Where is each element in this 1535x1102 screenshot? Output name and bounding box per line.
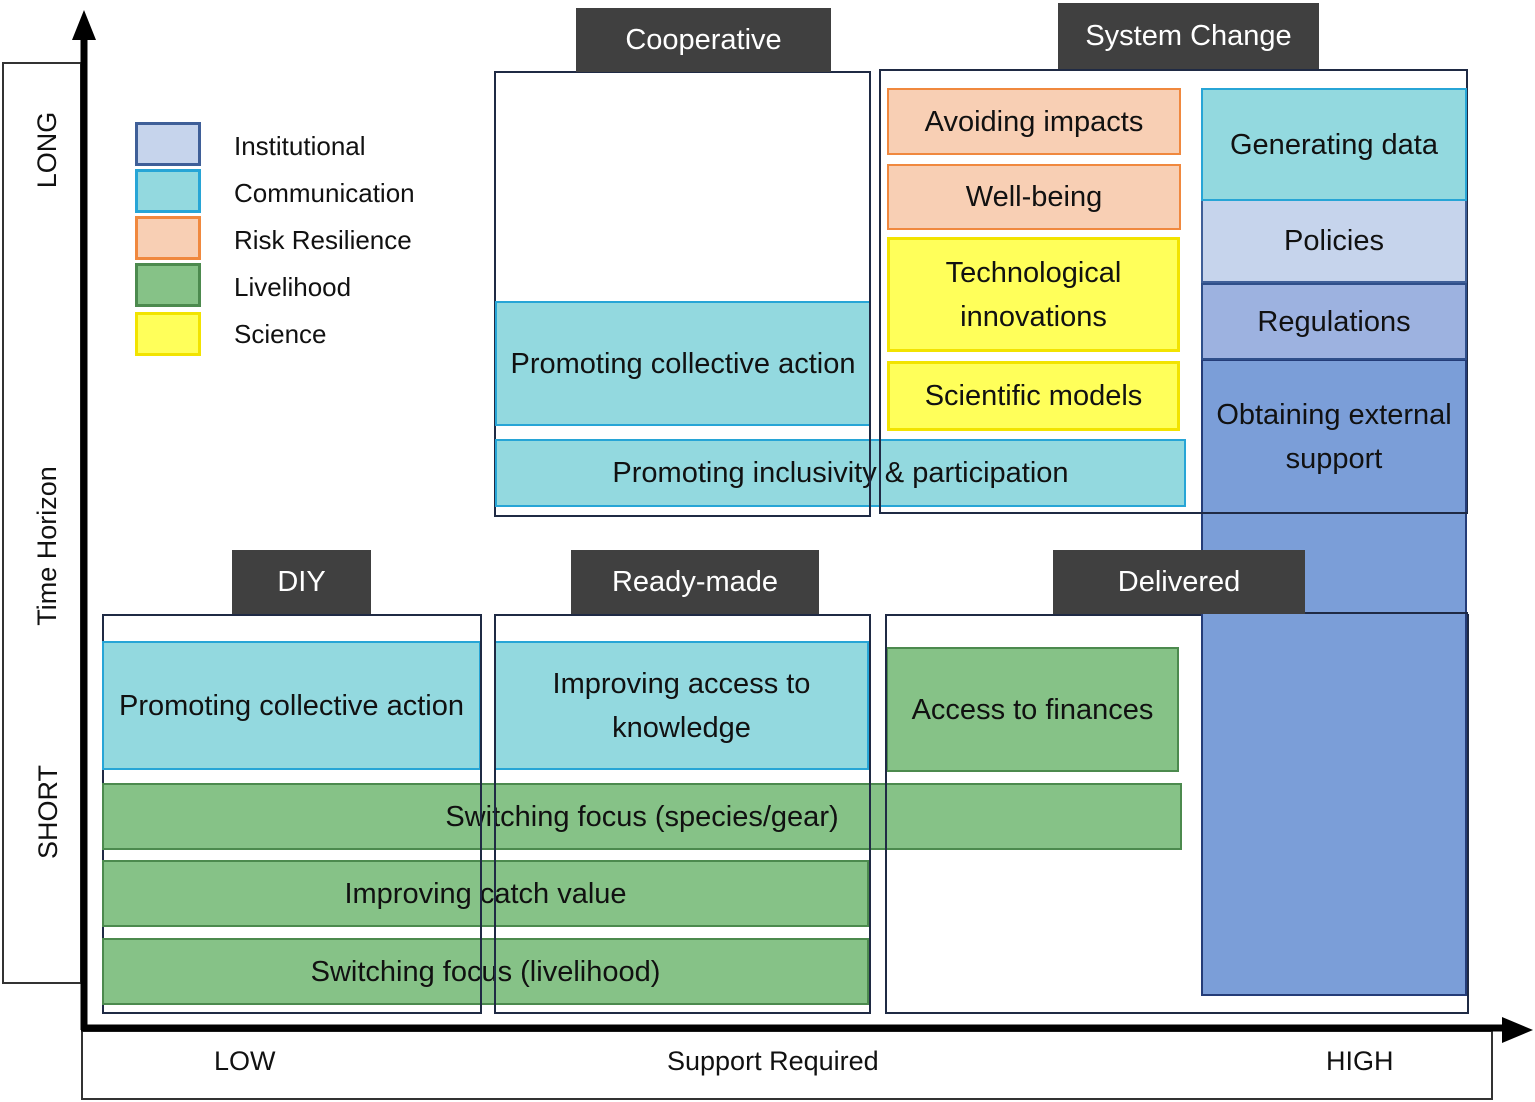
diy-promoting-collective-action-label: Promoting collective action (119, 689, 464, 722)
well-being: Well-being (887, 164, 1181, 230)
delivered-frame-left-edge (885, 614, 887, 1014)
regulations: Regulations (1201, 283, 1467, 360)
scientific-models-label: Scientific models (924, 380, 1143, 412)
x-axis-arrowhead (1502, 1017, 1533, 1043)
legend-swatch-communication (135, 169, 201, 213)
x-axis-low-label: LOW (214, 1046, 276, 1076)
policies: Policies (1201, 201, 1467, 283)
ready-made-frame-right-edge (869, 614, 871, 1014)
legend-swatch-institutional (135, 122, 201, 166)
header-system-change: System Change (1058, 3, 1319, 69)
switching-focus-livelihood: Switching focus (livelihood) (102, 938, 869, 1005)
switching-focus-livelihood-label: Switching focus (livelihood) (310, 955, 661, 988)
access-to-finances: Access to finances (886, 647, 1179, 772)
legend-label-communication: Communication (234, 177, 415, 208)
cooperative-frame-right-edge (869, 71, 871, 517)
x-axis-title: Support Required (667, 1046, 879, 1076)
improving-catch-value: Improving catch value (102, 860, 869, 927)
legend-swatch-livelihood (135, 263, 201, 307)
external-support-column (1201, 359, 1467, 996)
avoiding-impacts-label: Avoiding impacts (924, 105, 1144, 138)
obtaining-external-support: Obtaining external support (1201, 362, 1467, 514)
diy-promoting-collective-action: Promoting collective action (102, 641, 481, 770)
switching-focus-species-gear: Switching focus (species/gear) (102, 783, 1182, 850)
technological-innovations: Technological innovations (887, 237, 1180, 352)
access-to-finances-label: Access to finances (911, 693, 1154, 726)
header-ready-made: Ready-made (571, 550, 819, 614)
blue-column-divider (1201, 612, 1468, 614)
avoiding-impacts: Avoiding impacts (887, 88, 1181, 155)
switching-focus-species-gear-label: Switching focus (species/gear) (445, 800, 839, 833)
y-axis-arrowhead (72, 10, 96, 40)
header-delivered: Delivered (1053, 550, 1305, 614)
legend-label-science: Science (234, 318, 327, 349)
regulations-label: Regulations (1257, 305, 1411, 338)
scientific-models: Scientific models (887, 361, 1180, 431)
well-being-label: Well-being (965, 181, 1103, 213)
legend-label-risk-resilience: Risk Resilience (234, 224, 412, 255)
technological-innovations-label: Technological innovations (945, 256, 1122, 333)
ready-made-frame-left-edge (494, 614, 496, 1014)
x-axis-high-label: HIGH (1326, 1046, 1394, 1076)
header-cooperative: Cooperative (576, 8, 831, 72)
promoting-inclusivity-participation-label: Promoting inclusivity & participation (612, 457, 1069, 489)
legend-label-livelihood: Livelihood (234, 271, 352, 302)
legend: Institutional Communication Risk Resilie… (135, 122, 455, 362)
policies-label: Policies (1284, 225, 1384, 257)
header-diy: DIY (232, 550, 371, 614)
generating-data-label: Generating data (1230, 128, 1438, 161)
legend-label-institutional: Institutional (234, 130, 366, 161)
coop-promoting-collective-action-label: Promoting collective action (510, 347, 856, 380)
legend-swatch-science (135, 312, 201, 356)
promoting-inclusivity-participation: Promoting inclusivity & participation (495, 439, 1186, 507)
coop-promoting-collective-action: Promoting collective action (495, 301, 871, 426)
generating-data: Generating data (1201, 88, 1467, 201)
obtaining-external-support-label: Obtaining external support (1216, 399, 1452, 475)
improving-access-to-knowledge: Improving access to knowledge (494, 641, 869, 770)
legend-swatch-risk-resilience (135, 216, 201, 260)
diy-frame-right-edge (480, 614, 482, 1014)
system-change-frame-left-edge (879, 69, 881, 514)
improving-catch-value-label: Improving catch value (344, 877, 627, 910)
improving-access-to-knowledge-label: Improving access to knowledge (552, 667, 811, 744)
